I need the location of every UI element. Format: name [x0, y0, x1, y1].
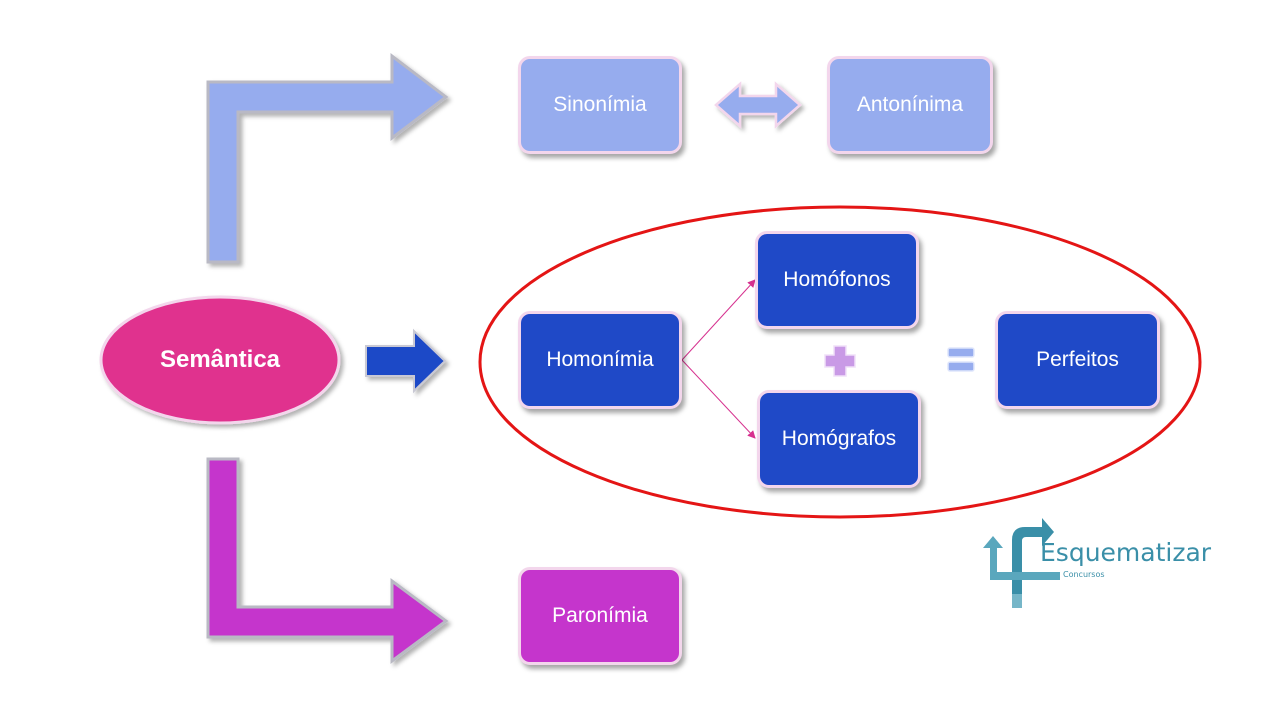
sinonimia-node: Sinonímia	[518, 56, 682, 154]
double-arrow	[714, 81, 802, 129]
logo-name: Esquematizar	[1040, 538, 1212, 567]
paronimia-node: Paronímia	[518, 567, 682, 665]
semantica-label: Semântica	[159, 346, 281, 373]
perfeitos-node: Perfeitos	[995, 311, 1160, 409]
connector-homofonos	[681, 279, 756, 361]
bent-arrow-up	[206, 52, 449, 264]
equals-icon	[947, 347, 975, 372]
homografos-node: Homógrafos	[757, 390, 921, 488]
plus-icon	[824, 345, 856, 377]
homofonos-node: Homófonos	[755, 231, 919, 329]
highlight-ring	[478, 205, 1202, 519]
straight-arrow-right	[365, 328, 447, 394]
root-ellipse	[99, 295, 341, 425]
bent-arrow-down	[206, 457, 449, 664]
homonimia-node: Homonímia	[518, 311, 682, 409]
logo-icon	[983, 518, 1060, 608]
antoninima-node: Antonínima	[827, 56, 993, 154]
logo-subtitle: Concursos	[1063, 570, 1105, 579]
connector-homografos	[681, 359, 756, 439]
